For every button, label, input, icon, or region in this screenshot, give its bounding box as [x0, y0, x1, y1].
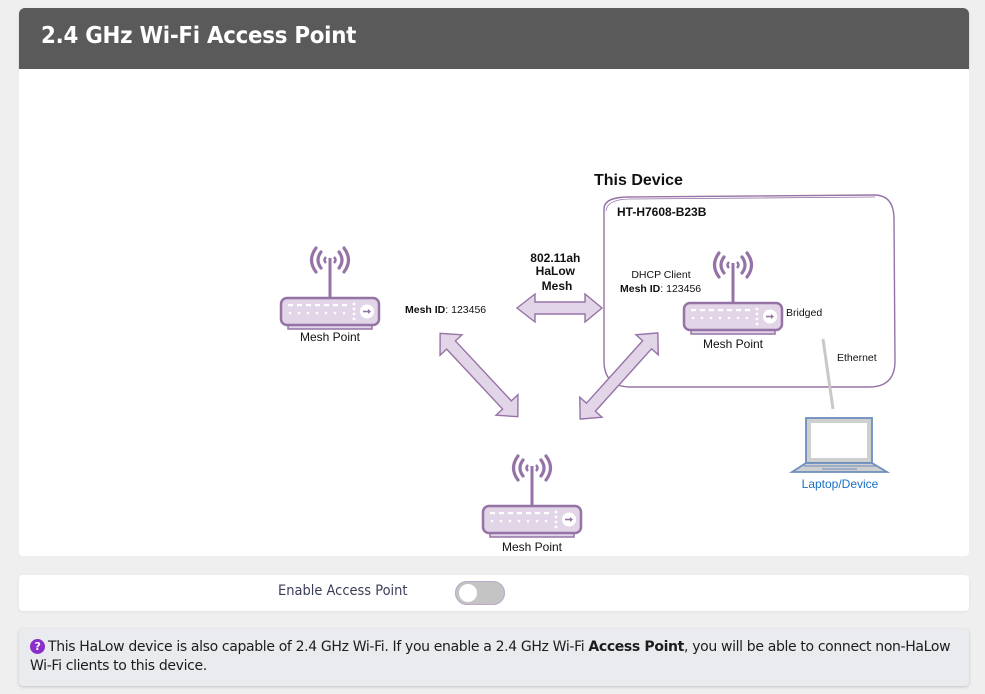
info-callout: ?This HaLow device is also capable of 2.…: [19, 629, 969, 686]
device-bottom-link-arrow: [579, 332, 659, 420]
access-point-toggle-row: Enable Access Point: [19, 575, 969, 611]
laptop-icon: [788, 417, 891, 473]
device-mesh-point-label: Mesh Point: [703, 337, 764, 351]
device-mesh-id-value: : 123456: [660, 283, 701, 295]
info-text: ?This HaLow device is also capable of 2.…: [30, 638, 960, 676]
question-circle-icon: ?: [30, 639, 45, 654]
info-text-start: This HaLow device is also capable of 2.4…: [48, 639, 589, 655]
left-mesh-router-icon: [279, 246, 381, 331]
bottom-mesh-point-label: Mesh Point: [502, 540, 563, 554]
svg-text:Mesh ID: 123456: Mesh ID: 123456: [620, 283, 701, 295]
enable-access-point-label: Enable Access Point: [278, 583, 408, 599]
enable-access-point-toggle[interactable]: [455, 581, 505, 605]
dhcp-client-label: DHCP Client: [631, 269, 690, 281]
page-header: 2.4 GHz Wi-Fi Access Point: [19, 8, 969, 69]
left-mesh-id-value: : 123456: [445, 304, 486, 316]
device-hostname: HT-H7608-B23B: [617, 205, 707, 219]
left-mesh-point-label: Mesh Point: [300, 330, 361, 344]
bridged-label: Bridged: [786, 307, 822, 319]
left-bottom-link-arrow: [439, 332, 519, 418]
info-text-bold: Access Point: [588, 639, 685, 655]
svg-text:Mesh ID: 123456: Mesh ID: 123456: [405, 304, 486, 316]
device-mesh-id-key: Mesh ID: [620, 283, 661, 295]
ethernet-cable: [821, 338, 835, 410]
left-mesh-id-key: Mesh ID: [405, 304, 446, 316]
link-label-line2: HaLow: [536, 264, 576, 278]
link-label-line3: Mesh: [542, 279, 573, 293]
laptop-device-label: Laptop/Device: [802, 477, 879, 491]
toggle-knob: [459, 584, 477, 602]
ethernet-label: Ethernet: [837, 352, 877, 364]
link-label-line1: 802.11ah: [530, 251, 580, 265]
info-text-end: , you will be able to connect non-HaLow …: [30, 639, 951, 674]
bottom-mesh-router-icon: [481, 454, 583, 539]
page-title: 2.4 GHz Wi-Fi Access Point: [41, 23, 357, 49]
svg-text:802.11ah HaLow Mes: 802.11ah HaLow Mesh: [530, 251, 583, 293]
this-device-title: This Device: [594, 172, 683, 189]
halow-link-arrow: [515, 292, 604, 324]
network-diagram: This Device HT-H7608-B23B 802.11ah HaLow…: [19, 69, 969, 556]
